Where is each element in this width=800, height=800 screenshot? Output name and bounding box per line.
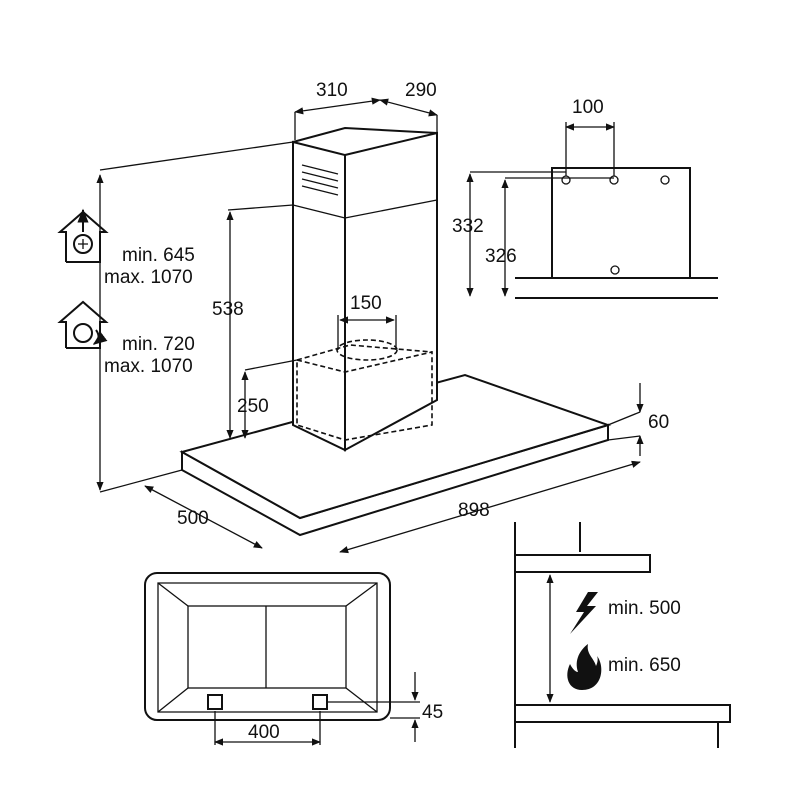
dim-bracket-spacing: 100 [572,97,604,118]
dim-chimney-width: 310 [316,80,348,101]
dim-outlet-diameter: 150 [350,293,382,314]
bracket-detail [466,122,718,299]
extraction-min: min. 645 [122,245,195,266]
dim-canopy-width: 898 [458,500,490,521]
clearance-view [514,522,731,748]
dim-filter-spacing: 400 [248,722,280,743]
outlet-circle [336,339,398,361]
extraction-mode-icon [57,208,109,263]
gas-flame-icon [567,644,602,690]
dim-bracket-outer: 332 [452,216,484,237]
electric-lightning-icon [570,592,598,634]
dim-chimney-depth: 290 [405,80,437,101]
vent-slots [301,164,339,196]
recirculation-mode-icon [57,300,109,349]
hood-main-view [179,126,612,537]
dim-canopy-depth: 500 [177,508,209,529]
dim-bracket-inner: 326 [485,246,517,267]
extraction-max: max. 1070 [104,267,193,288]
dim-lower-chimney-height: 250 [237,396,269,417]
dim-upper-chimney-height: 538 [212,299,244,320]
chimney-right-face [344,131,438,452]
clearance-gas: min. 650 [608,655,681,676]
dim-canopy-thickness: 60 [648,412,669,433]
dim-filter-offset: 45 [422,702,443,723]
recirculation-max: max. 1070 [104,356,193,377]
clearance-electric: min. 500 [608,598,681,619]
hood-bottom-view [144,572,420,746]
recirculation-min: min. 720 [122,334,195,355]
